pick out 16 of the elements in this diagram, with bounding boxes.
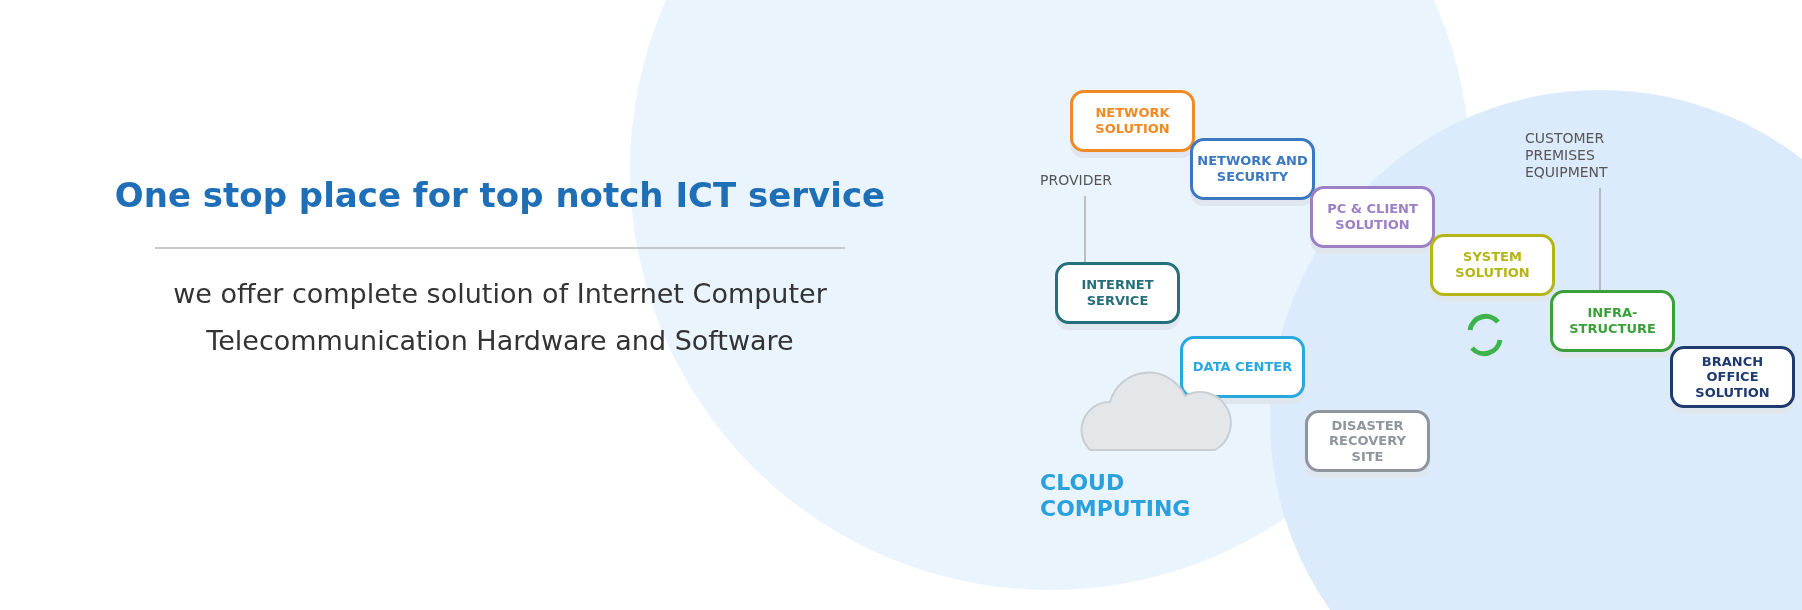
piece-label: DATA CENTER: [1191, 358, 1294, 377]
leader-line: [1599, 187, 1601, 291]
subtitle-text: we offer complete solution of Internet Computer Telecommunication Hardware and Software: [172, 277, 828, 359]
leader-line: [1084, 195, 1086, 263]
piece-label: SYSTEM SOLUTION: [1454, 248, 1531, 282]
callout-text: CUSTOMER PREMISES EQUIPMENT: [1525, 130, 1675, 186]
piece-label: NETWORK AND SECURITY: [1196, 152, 1309, 186]
piece-label: NETWORK SOLUTION: [1094, 104, 1171, 138]
piece-label: DISASTER RECOVERY SITE: [1328, 416, 1407, 466]
piece-label: PC & CLIENT SOLUTION: [1326, 200, 1419, 234]
cloud-computing-label: CLOUD COMPUTING: [1040, 470, 1190, 523]
page-title: One stop place for top notch ICT service: [113, 175, 887, 215]
piece-label: BRANCH OFFICE SOLUTION: [1694, 352, 1771, 402]
piece-label: INTERNET SERVICE: [1080, 276, 1155, 310]
callout-text: PROVIDER: [1040, 172, 1150, 194]
piece-label: INFRA-STRUCTURE: [1568, 304, 1657, 338]
